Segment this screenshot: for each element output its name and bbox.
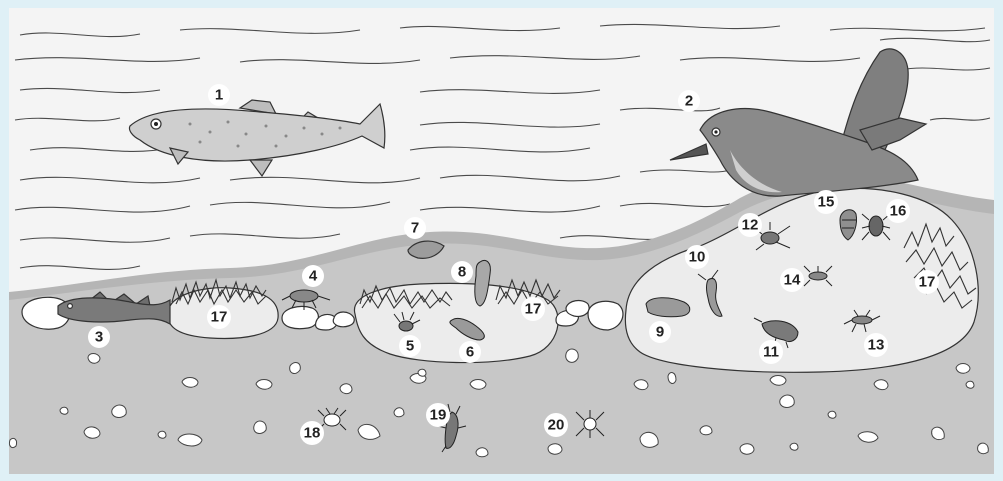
label-10-text: 10 xyxy=(689,249,706,266)
label-17-center-text: 17 xyxy=(525,301,542,318)
label-19: 19 xyxy=(426,403,450,427)
label-14-text: 14 xyxy=(784,272,801,289)
label-10: 10 xyxy=(685,245,709,269)
label-1-text: 1 xyxy=(215,87,223,104)
label-12: 12 xyxy=(738,213,762,237)
label-14: 14 xyxy=(780,268,804,292)
label-11-text: 11 xyxy=(763,344,779,361)
label-18: 18 xyxy=(300,421,324,445)
label-5: 5 xyxy=(399,335,421,357)
label-9-text: 9 xyxy=(656,324,664,341)
label-17-left: 17 xyxy=(207,305,231,329)
label-9: 9 xyxy=(649,321,671,343)
label-11: 11 xyxy=(759,340,783,364)
label-16: 16 xyxy=(886,199,910,223)
label-17-left-text: 17 xyxy=(211,309,228,326)
label-12-text: 12 xyxy=(742,217,759,234)
label-17-right-text: 17 xyxy=(919,274,936,291)
label-18-text: 18 xyxy=(304,425,321,442)
label-7-text: 7 xyxy=(411,220,419,237)
label-7: 7 xyxy=(404,217,426,239)
label-6-text: 6 xyxy=(466,344,474,361)
label-13: 13 xyxy=(864,333,888,357)
label-3: 3 xyxy=(88,326,110,348)
label-3-text: 3 xyxy=(95,329,103,346)
label-5-text: 5 xyxy=(406,338,414,355)
label-17-right: 17 xyxy=(915,270,939,294)
label-15-text: 15 xyxy=(818,194,835,211)
label-8: 8 xyxy=(451,261,473,283)
label-16-text: 16 xyxy=(890,203,907,220)
label-2-text: 2 xyxy=(685,93,693,110)
label-17-center: 17 xyxy=(521,297,545,321)
label-4: 4 xyxy=(302,265,324,287)
label-19-text: 19 xyxy=(430,407,447,424)
label-13-text: 13 xyxy=(868,337,885,354)
label-4-text: 4 xyxy=(309,268,318,285)
label-2: 2 xyxy=(678,90,700,112)
label-8-text: 8 xyxy=(458,264,466,281)
label-6: 6 xyxy=(459,341,481,363)
label-20: 20 xyxy=(544,413,568,437)
label-20-text: 20 xyxy=(548,417,565,434)
label-1: 1 xyxy=(208,84,230,106)
label-15: 15 xyxy=(814,190,838,214)
